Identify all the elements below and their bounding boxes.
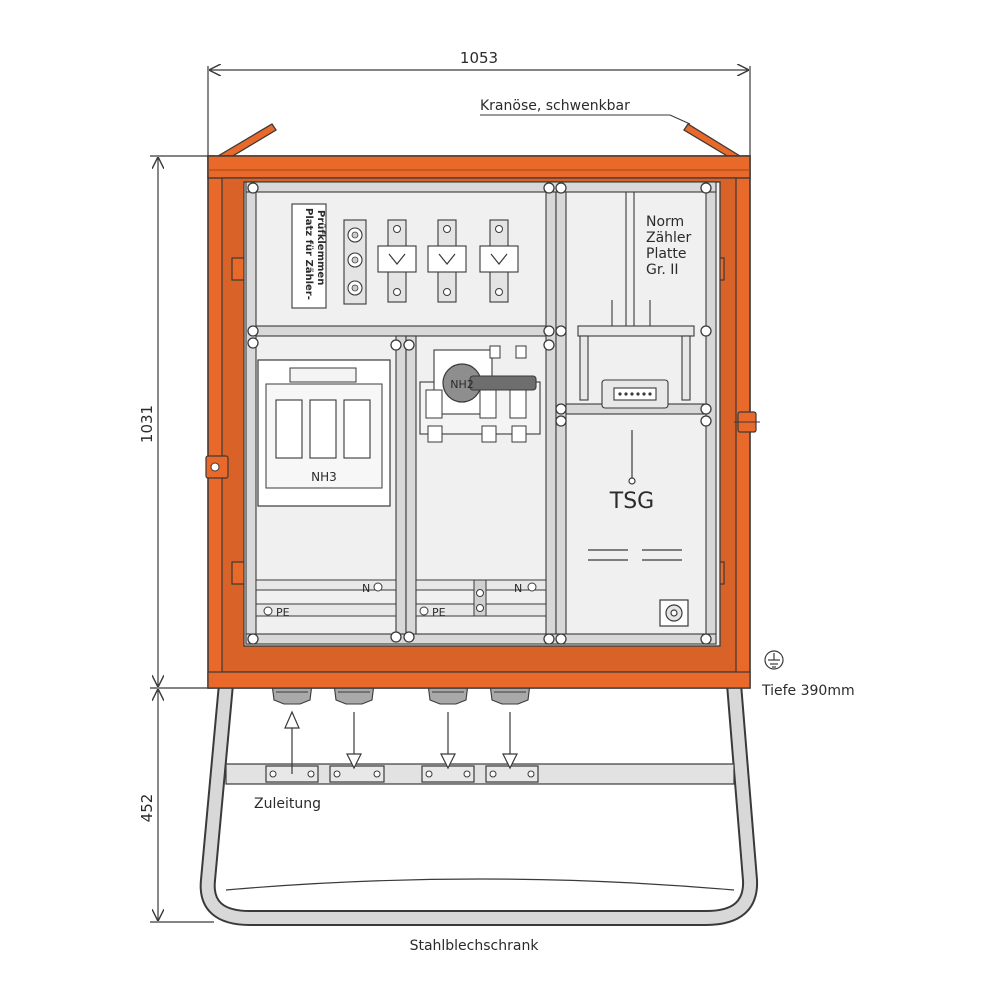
tsg-compartment (588, 430, 689, 627)
crane-eye-right (683, 123, 742, 161)
crane-eye-leader (669, 114, 691, 125)
fuse-holder-1 (377, 219, 417, 303)
door-latch-left (205, 455, 229, 479)
nh2-fuse-switch (419, 345, 541, 443)
crane-eye-label: Kranöse, schwenkbar (480, 98, 630, 114)
clamp-screws (269, 770, 535, 778)
crane-eye-left (216, 123, 277, 161)
test-terminal-placard (291, 203, 327, 309)
dimension-base (150, 690, 214, 923)
n-label-right: N (514, 582, 522, 595)
caption: Stahlblechschrank (410, 938, 540, 954)
nh3-fuse-switch (257, 359, 391, 507)
terminal-block (343, 219, 367, 305)
busbars (255, 579, 547, 617)
supply-label: Zuleitung (254, 796, 321, 812)
tsg-label: TSG (609, 489, 654, 514)
pe-label-left: PE (276, 606, 290, 619)
dimension-height (150, 155, 214, 689)
test-terminal-label-line2: Prüfklemmen (315, 210, 326, 285)
frame-bolts (247, 182, 712, 645)
nh3-label: NH3 (311, 470, 337, 484)
door-lock-right (734, 411, 760, 433)
cable-arrows (284, 710, 518, 774)
meter-connector-pins (618, 392, 652, 396)
height-label: 1031 (138, 405, 156, 443)
base-frame (199, 683, 759, 926)
n-label-left: N (362, 582, 370, 595)
dimension-width (207, 66, 751, 158)
width-label: 1053 (460, 49, 498, 67)
meter-label-line3: Platte (646, 246, 687, 262)
meter-label-line2: Zähler (646, 230, 692, 246)
pe-label-right: PE (432, 606, 446, 619)
meter-label-line1: Norm (646, 214, 684, 230)
meter-label-line4: Gr. II (646, 262, 678, 278)
depth-label: Tiefe 390mm (761, 683, 855, 699)
fuse-holder-2 (427, 219, 467, 303)
nh2-label: NH2 (450, 378, 474, 391)
meter-board (577, 192, 695, 409)
base-height-label: 452 (138, 794, 156, 823)
fuse-holder-3 (479, 219, 519, 303)
fuse-holders (377, 219, 519, 303)
earth-ground-icon (764, 650, 784, 670)
test-terminal-label-line1: Platz für Zähler- (303, 208, 314, 300)
